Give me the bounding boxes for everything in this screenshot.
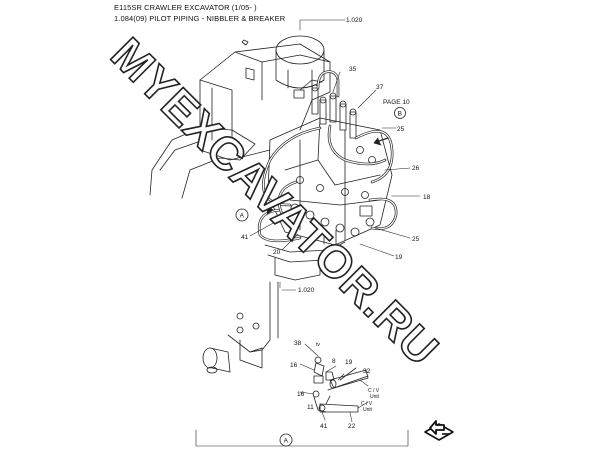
- machine-housing: [149, 35, 346, 281]
- callout-unit-1: Unit: [370, 394, 380, 400]
- callout-26: 26: [412, 165, 420, 172]
- callout-20: 20: [273, 249, 281, 256]
- callout-41-upper: 41: [241, 234, 249, 241]
- callout-18: 18: [423, 194, 431, 201]
- callout-35: 35: [349, 66, 357, 73]
- callout-cv-1: C / V: [368, 388, 380, 394]
- svg-text:MYEXCAVATOR.RU: MYEXCAVATOR.RU: [101, 28, 449, 376]
- document-title: E115SR CRAWLER EXCAVATOR (1/05- ): [114, 3, 257, 12]
- callout-38: 38: [294, 340, 302, 347]
- callout-25-upper: 25: [397, 126, 405, 133]
- callout-11: 11: [307, 404, 314, 411]
- callout-8: 8: [332, 358, 336, 365]
- callout-unit-2: Unit: [363, 407, 373, 413]
- callout-19-upper: 19: [395, 254, 403, 261]
- callout-37: 37: [376, 84, 384, 91]
- callout-tv: tv: [316, 342, 320, 348]
- return-arrow-icon[interactable]: [422, 416, 456, 446]
- callout-1020-lower: 1.020: [298, 287, 315, 294]
- callout-16-upper: 16: [290, 362, 298, 369]
- document-subtitle: 1.084(09) PILOT PIPING - NIBBLER & BREAK…: [114, 14, 286, 23]
- control-valve-assembly: [267, 84, 393, 247]
- callout-25-lower: 25: [412, 236, 420, 243]
- page-reference: PAGE 10: [383, 99, 410, 106]
- callout-32: 32: [363, 368, 371, 375]
- callout-22: 22: [348, 423, 356, 430]
- leader-lines: [249, 19, 421, 423]
- callout-1020-top: 1.020: [346, 17, 363, 24]
- callout-19-lower: 19: [345, 359, 353, 366]
- view-a-marker-bottom: A: [284, 438, 289, 445]
- callout-cv-2: C / V: [361, 401, 373, 407]
- view-b-marker: B: [398, 111, 402, 118]
- callout-16-lower: 16: [297, 391, 305, 398]
- callout-41-lower: 41: [320, 423, 328, 430]
- watermark: MYEXCAVATOR.RU: [101, 27, 450, 376]
- view-a-marker-left: A: [240, 213, 245, 220]
- view-a-bracket: [195, 429, 409, 447]
